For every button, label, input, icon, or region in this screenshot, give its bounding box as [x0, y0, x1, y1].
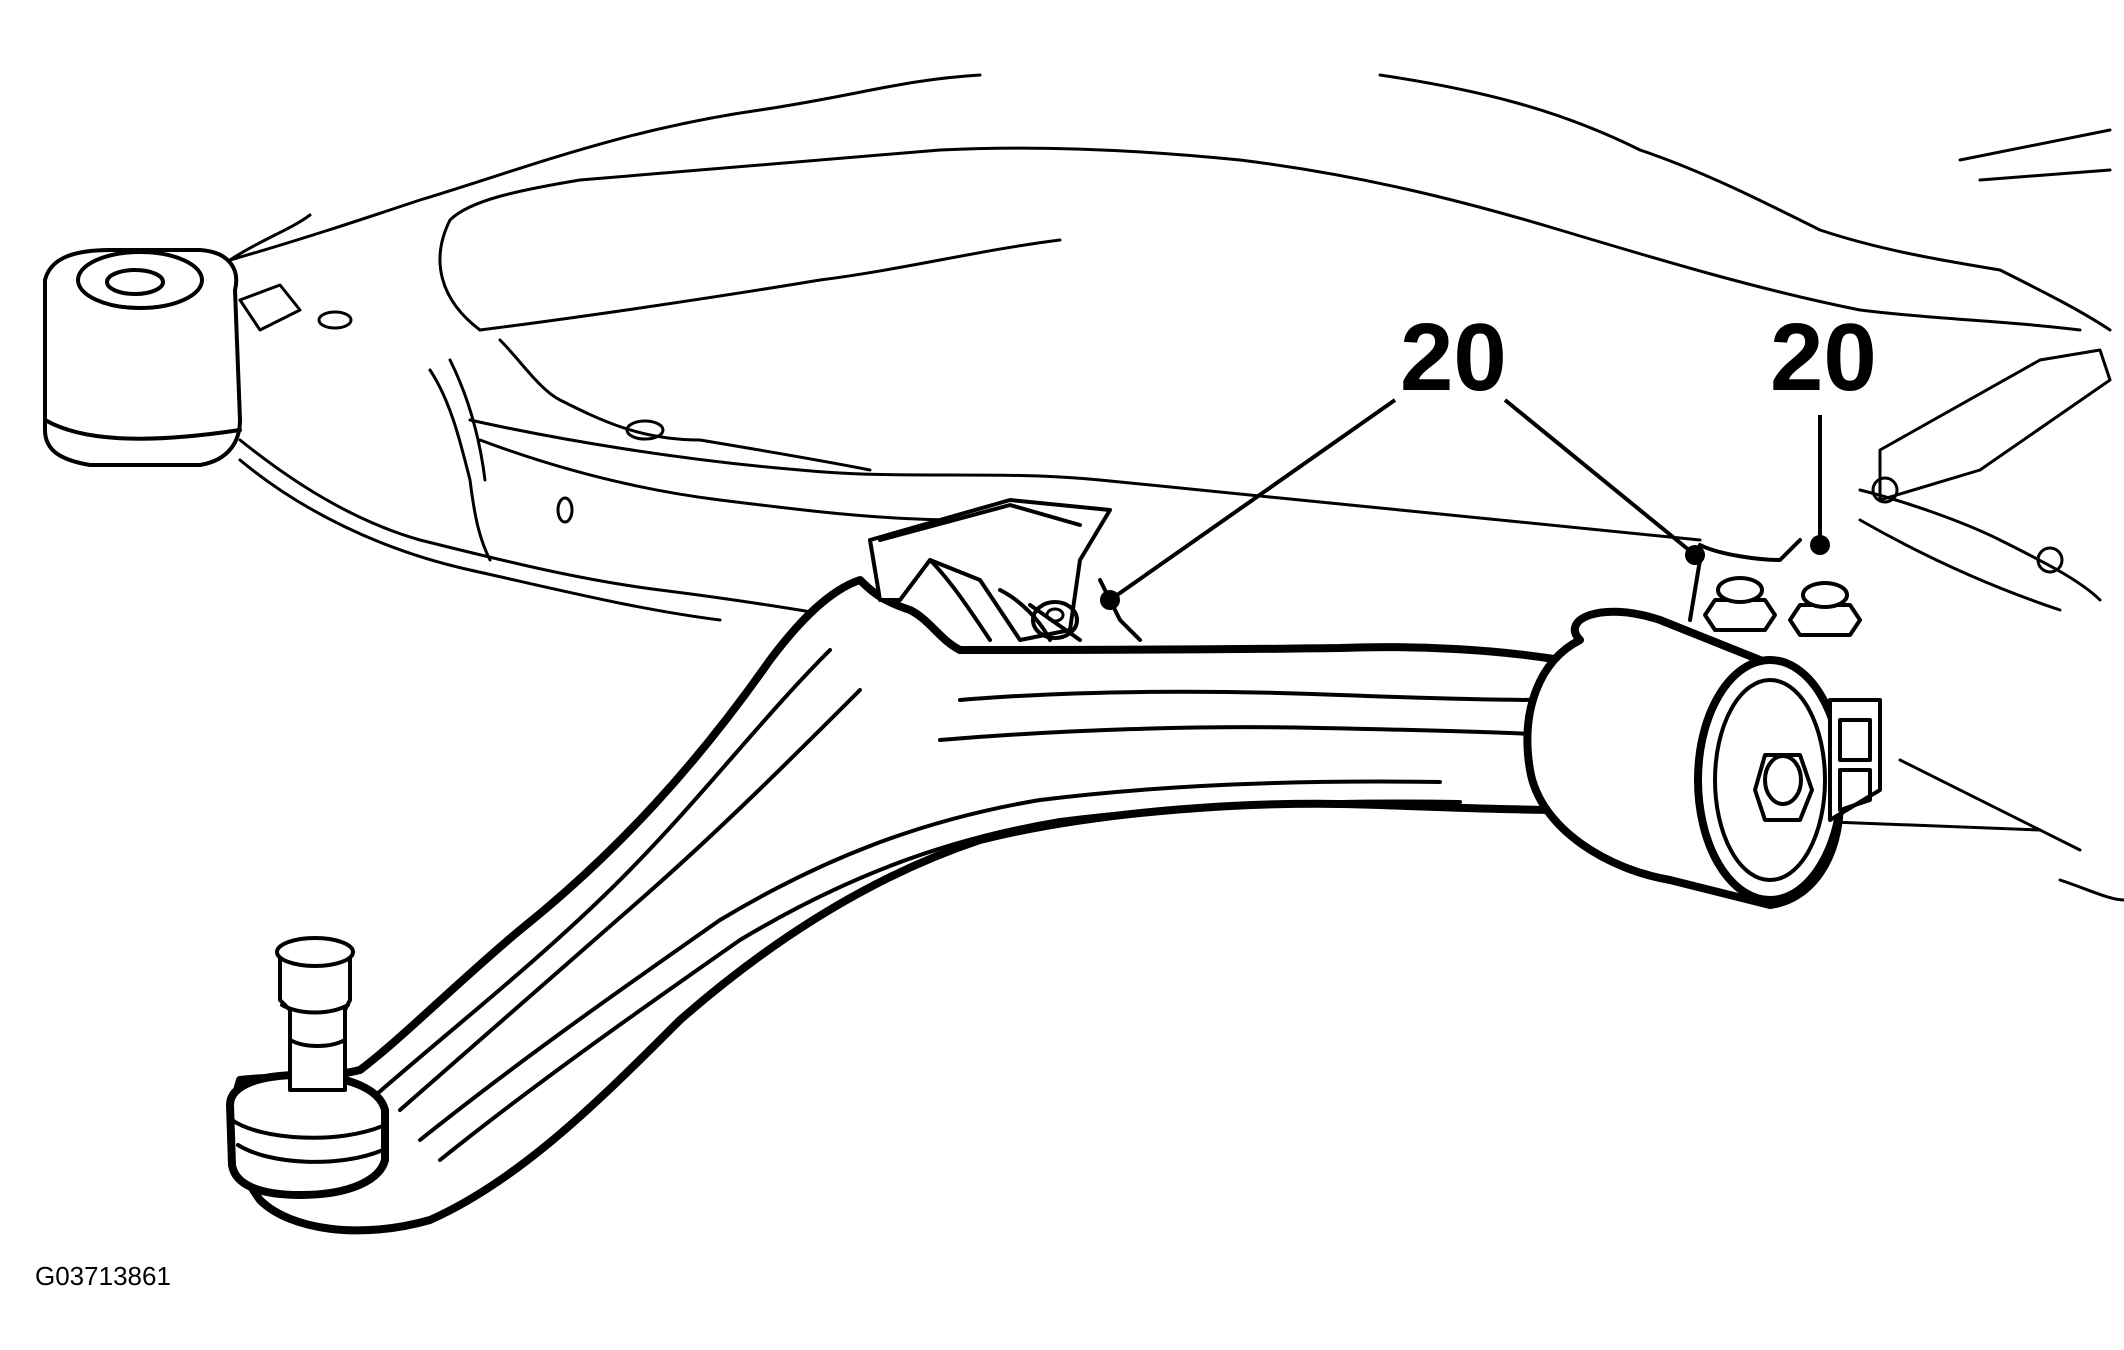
- ball-joint: [226, 936, 389, 1199]
- leader-middle-bolt: [1503, 398, 1697, 557]
- leader-dot-front-bolt: [1100, 590, 1120, 610]
- lower-control-arm: [230, 498, 1564, 1235]
- leader-dot-middle-bolt: [1685, 545, 1705, 565]
- rear-mounting-bolts: [1688, 538, 1862, 637]
- callout-leaders: [1100, 398, 1830, 610]
- leader-front-bolt: [1108, 398, 1397, 602]
- callout-label-2: 20: [1770, 304, 1877, 411]
- rear-bushing: [1523, 607, 1882, 909]
- subframe: [228, 73, 2124, 902]
- leader-dot-rear-bolt: [1810, 535, 1830, 555]
- front-bushing-mount: [43, 248, 302, 467]
- callout-label-1: 20: [1400, 304, 1507, 411]
- figure-id: G03713861: [35, 1261, 171, 1291]
